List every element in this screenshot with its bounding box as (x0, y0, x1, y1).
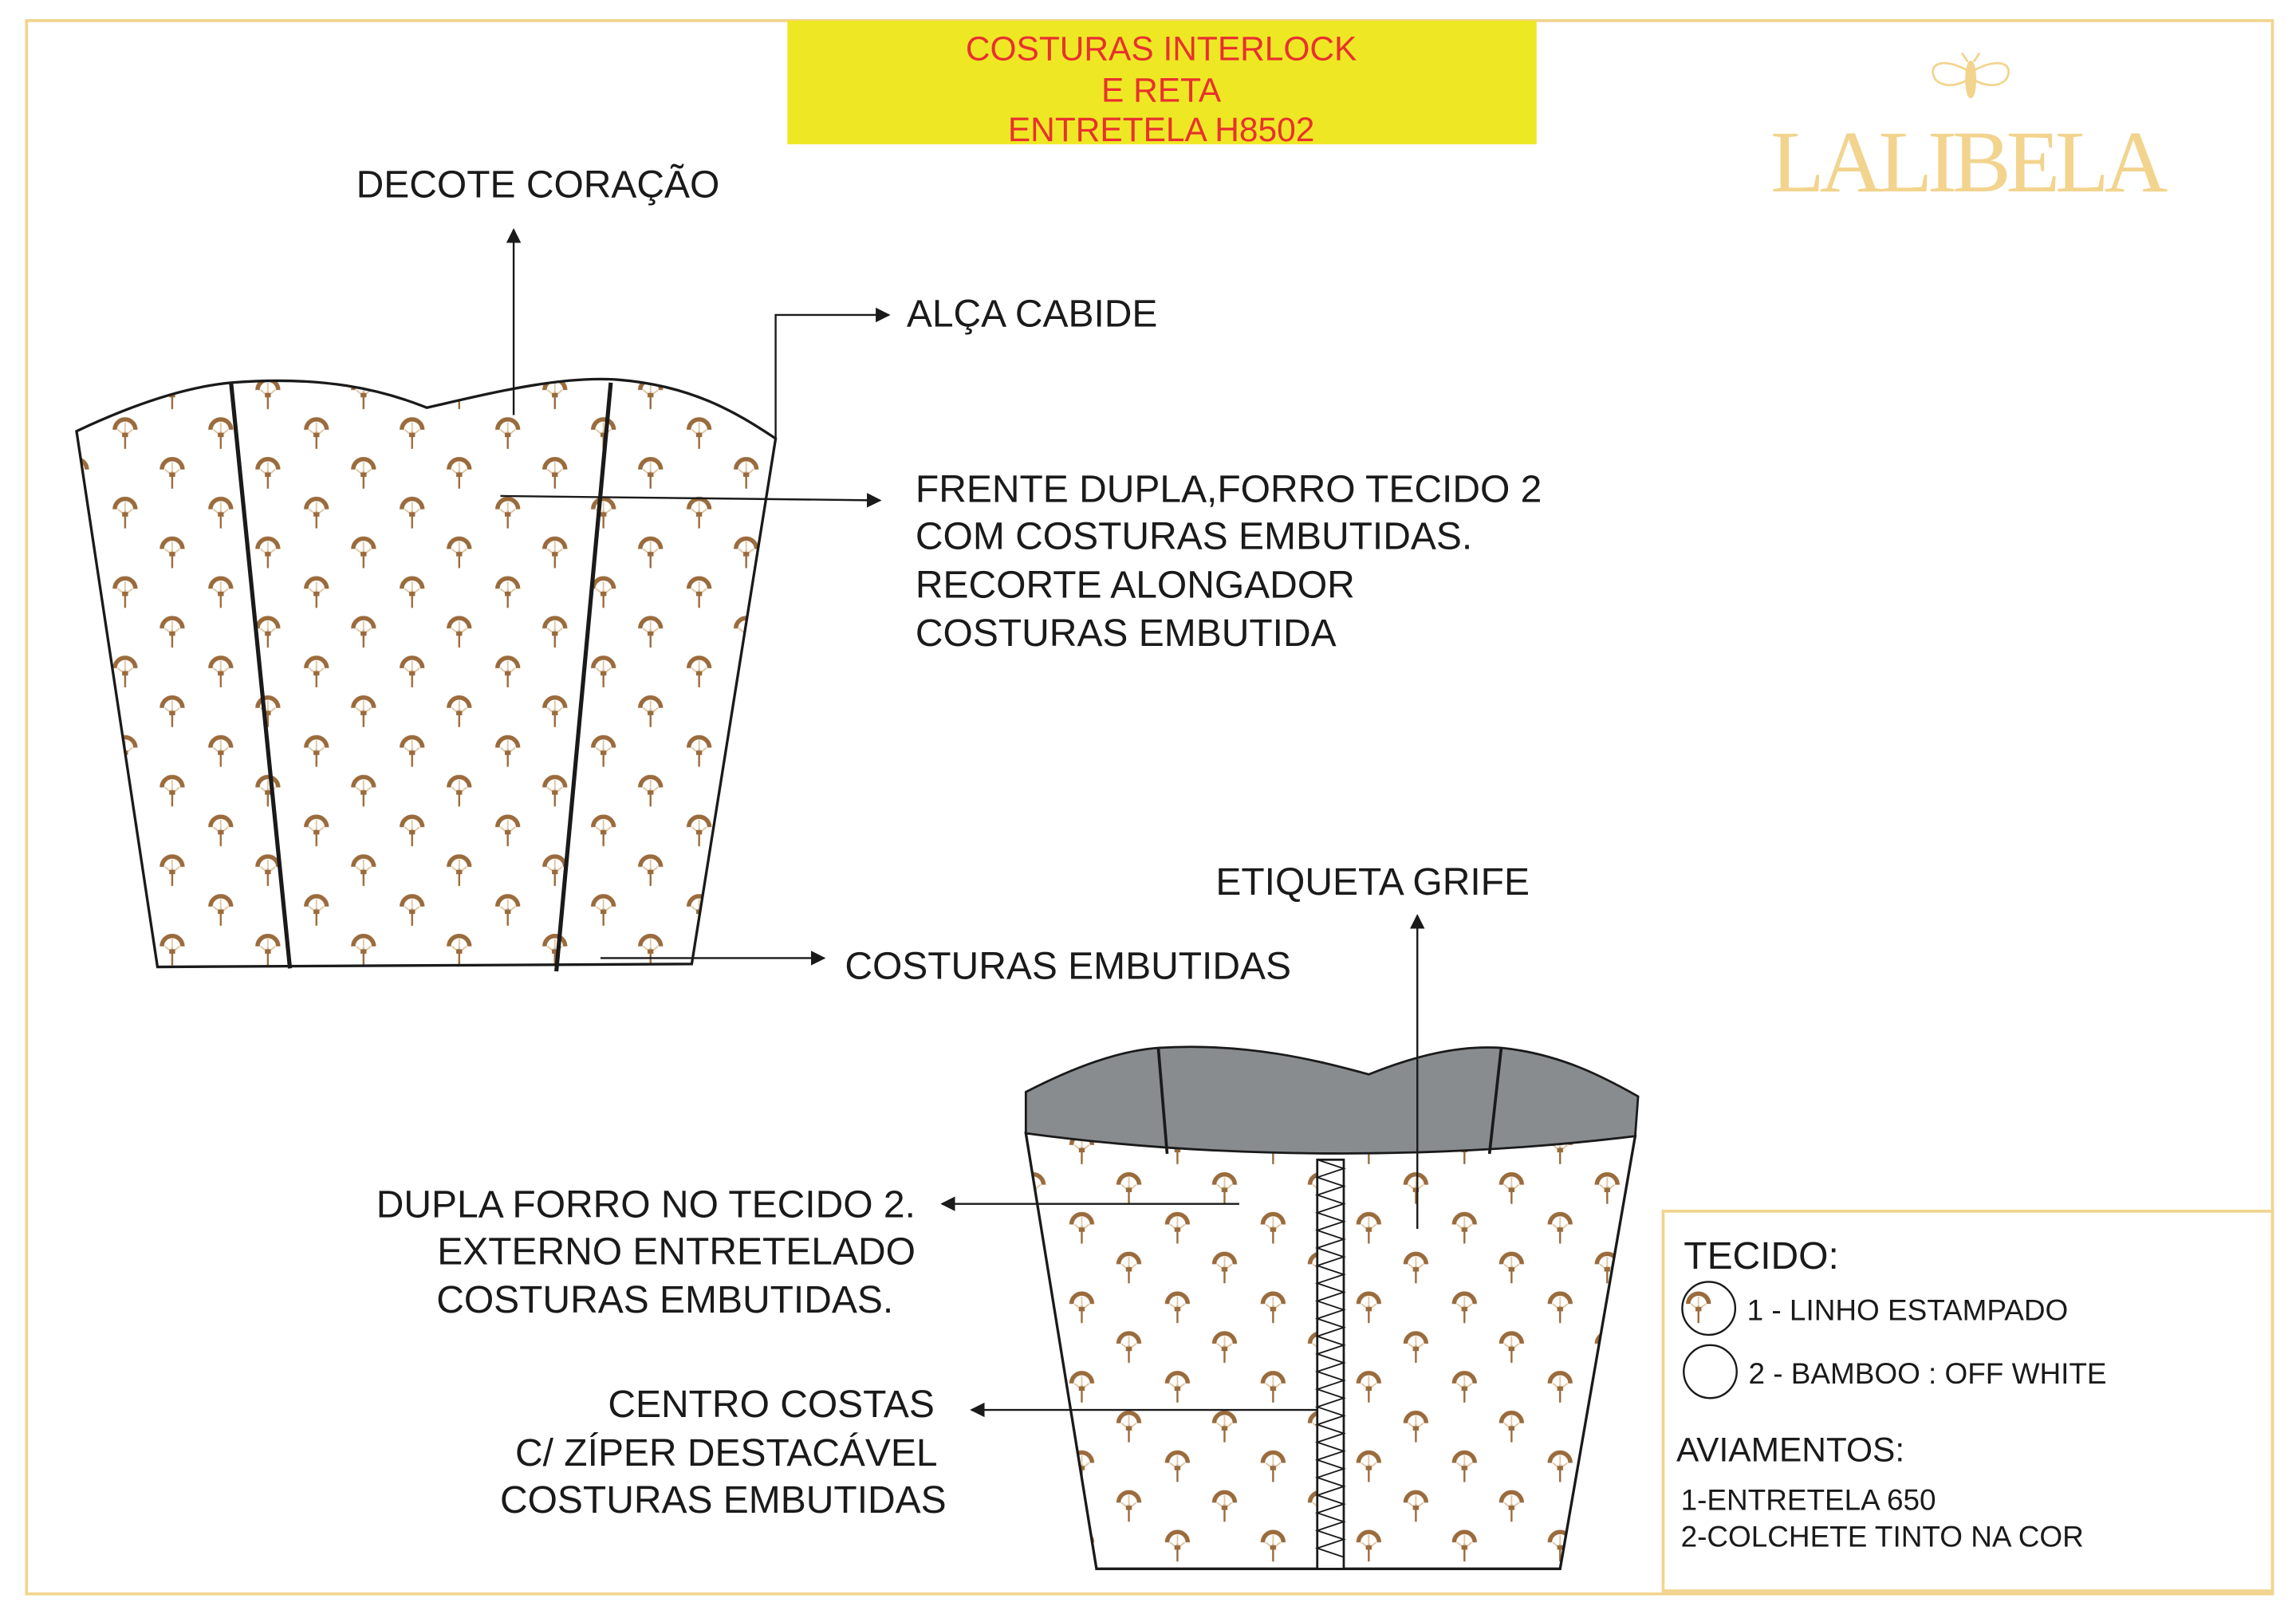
label-frente-2: COM COSTURAS EMBUTIDAS. (916, 515, 1472, 557)
spec-box (1661, 1210, 2274, 1592)
label-frente-1: FRENTE DUPLA,FORRO TECIDO 2 (916, 468, 1542, 510)
back-garment (1024, 1045, 1640, 1570)
zipper (1314, 1158, 1346, 1570)
logo: LALIBELA (1770, 52, 2171, 211)
label-decote: DECOTE CORAÇÃO (356, 163, 720, 206)
label-costuras: COSTURAS EMBUTIDAS (845, 945, 1291, 987)
header-line-1: COSTURAS INTERLOCK (966, 30, 1357, 68)
label-dupla-2: EXTERNO ENTRETELADO (437, 1230, 916, 1273)
bee-icon (1932, 52, 2010, 99)
fabric-1: 1 - LINHO ESTAMPADO (1747, 1293, 2069, 1326)
label-dupla-1: DUPLA FORRO NO TECIDO 2. (376, 1183, 916, 1226)
fabric-2: 2 - BAMBOO : OFF WHITE (1748, 1357, 2106, 1390)
tecido-title: TECIDO: (1684, 1235, 1839, 1277)
label-centro-1: CENTRO COSTAS (608, 1384, 935, 1426)
aviamento-2: 2-COLCHETE TINTO NA COR (1681, 1521, 2084, 1553)
front-garment (75, 377, 778, 972)
label-centro-3: COSTURAS EMBUTIDAS (500, 1479, 947, 1522)
label-dupla-3: COSTURAS EMBUTIDAS. (436, 1279, 893, 1321)
fabric-swatch-plain (1683, 1344, 1738, 1400)
aviamento-1: 1-ENTRETELA 650 (1681, 1484, 1936, 1517)
header-line-2: E RETA (1101, 71, 1222, 108)
label-etiqueta: ETIQUETA GRIFE (1215, 861, 1530, 903)
fabric-swatch-print (1681, 1281, 1737, 1337)
logo-text: LALIBELA (1770, 112, 2171, 211)
spec-panel: TECIDO: 1 - LINHO ESTAMPADO 2 - BAMBOO :… (1676, 1235, 2106, 1553)
header-box: COSTURAS INTERLOCK E RETA ENTRETELA H850… (787, 20, 1537, 148)
callout-arrows (500, 228, 1425, 1418)
label-alca: ALÇA CABIDE (907, 293, 1158, 336)
header-line-3: ENTRETELA H8502 (1008, 111, 1314, 148)
label-centro-2: C/ ZÍPER DESTACÁVEL (515, 1432, 938, 1474)
label-frente-3: RECORTE ALONGADOR (916, 564, 1355, 606)
label-frente-4: COSTURAS EMBUTIDA (916, 612, 1337, 655)
aviamentos-title: AVIAMENTOS: (1676, 1431, 1904, 1469)
